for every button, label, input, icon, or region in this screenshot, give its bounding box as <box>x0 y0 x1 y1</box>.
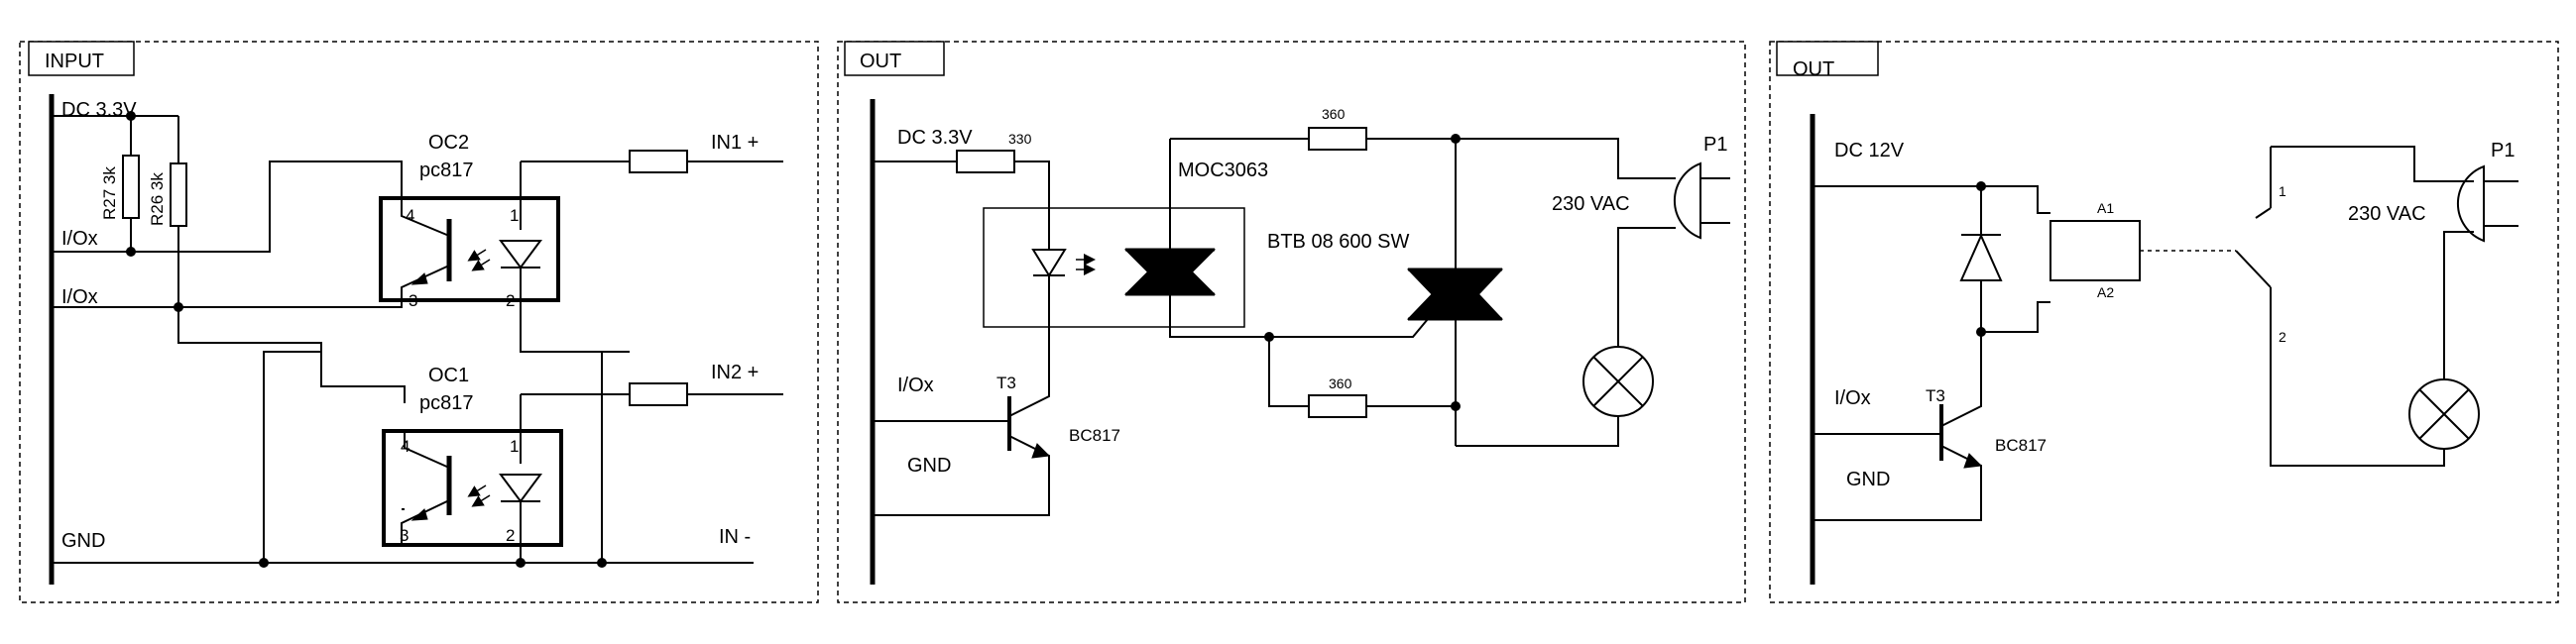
input-panel-title: INPUT <box>45 51 104 72</box>
relay-panel-title: OUT <box>1793 58 1834 80</box>
r27-label: R27 3k <box>100 166 119 220</box>
input-panel-frame <box>19 41 819 603</box>
triac-btb08: BTB 08 600 SW <box>1267 139 1504 446</box>
switch-pin1-label: 1 <box>2279 183 2286 199</box>
input-panel: INPUT DC 3.3V I/Ox I/Ox GND R27 3k R26 3… <box>19 41 819 603</box>
resistor-r27 <box>122 155 140 219</box>
relay-switch: 1 2 <box>2235 146 2474 467</box>
optocoupler-oc1: OC1 pc817 4 1 3 2 <box>382 365 630 563</box>
oc2-pin3: 3 <box>409 291 417 310</box>
moc3063-label: MOC3063 <box>1178 160 1268 181</box>
relay-lamp-symbol <box>2408 378 2480 450</box>
triac-io-label: I/Ox <box>897 375 934 396</box>
triac-panel-frame <box>837 41 1746 603</box>
junction <box>1976 327 1986 337</box>
input-gnd-label: GND <box>61 530 105 552</box>
relay-dc-label: DC 12V <box>1834 140 1905 161</box>
junction <box>516 558 526 568</box>
triac-dc-label: DC 3.3V <box>897 127 973 149</box>
input-io2-label: I/Ox <box>61 286 98 308</box>
a2-label: A2 <box>2097 284 2114 300</box>
triac-output-panel: OUT DC 3.3V 330 MOC3063 360 BT <box>837 41 1746 603</box>
r26-label: R26 3k <box>148 172 167 226</box>
relay-coil: A1 A2 <box>2049 200 2236 300</box>
optocoupler-oc2: OC2 pc817 4 1 3 2 <box>379 132 630 353</box>
oc1-part-label: pc817 <box>419 392 474 414</box>
oc1-label: OC1 <box>428 365 469 386</box>
junction <box>1264 332 1274 342</box>
input-resistor-in2 <box>629 382 688 406</box>
r360-top-label: 360 <box>1322 106 1346 122</box>
switch-pin2-label: 2 <box>2279 329 2286 345</box>
resistor-360-top <box>1308 127 1367 151</box>
junction <box>1451 401 1461 411</box>
relay-plug-label: P1 <box>2491 140 2515 161</box>
triac-gnd-label: GND <box>907 455 951 477</box>
junction <box>259 558 269 568</box>
in1-label: IN1 + <box>711 132 759 154</box>
oc2-pin4: 4 <box>406 206 414 225</box>
junction <box>1451 134 1461 144</box>
oc1-pin3: 3 <box>400 526 409 545</box>
relay-io-label: I/Ox <box>1834 387 1871 409</box>
r330-label: 330 <box>1008 131 1032 147</box>
relay-t3-label: T3 <box>1926 386 1945 405</box>
relay-output-panel: OUT DC 12V A1 A2 1 2 230 VAC P1 I/Ox T3 <box>1769 41 2559 603</box>
oc2-pin1: 1 <box>510 206 519 225</box>
input-resistor-in1 <box>629 150 688 173</box>
oc1-pin1: 1 <box>510 437 519 456</box>
triac-vac-label: 230 VAC <box>1552 193 1630 215</box>
a1-label: A1 <box>2097 200 2114 216</box>
triac-bc817-label: BC817 <box>1069 426 1120 445</box>
pullup-resistors: R27 3k R26 3k <box>52 111 187 312</box>
relay-vac-label: 230 VAC <box>2348 203 2426 225</box>
resistor-360-bottom <box>1308 394 1367 418</box>
oc2-pin2: 2 <box>506 291 515 310</box>
in2-label: IN2 + <box>711 362 759 383</box>
relay-gnd-label: GND <box>1846 469 1890 490</box>
input-dc-label: DC 3.3V <box>61 99 137 121</box>
triac-t3-label: T3 <box>996 374 1016 392</box>
triac-plug-label: P1 <box>1703 134 1727 156</box>
input-io1-label: I/Ox <box>61 228 98 250</box>
relay-plug-symbol <box>2457 164 2485 243</box>
junction <box>1976 181 1986 191</box>
relay-panel-tab <box>1776 41 1879 76</box>
triac-panel-title: OUT <box>860 51 901 72</box>
input-panel-tab <box>28 41 135 76</box>
junction <box>597 558 607 568</box>
relay-panel-frame <box>1769 41 2559 603</box>
triac-label: BTB 08 600 SW <box>1267 231 1410 253</box>
junction <box>126 111 136 121</box>
moc3063: MOC3063 <box>983 139 1279 367</box>
plug-symbol <box>1674 161 1701 240</box>
in-minus-label: IN - <box>719 526 751 548</box>
oc1-pin2: 2 <box>506 526 515 545</box>
oc2-part-label: pc817 <box>419 160 474 181</box>
resistor-330 <box>956 150 1015 173</box>
resistor-r26 <box>170 162 187 227</box>
r360-bottom-label: 360 <box>1329 376 1352 391</box>
relay-bc817-label: BC817 <box>1995 436 2047 455</box>
oc2-label: OC2 <box>428 132 469 154</box>
triac-panel-tab <box>844 41 945 76</box>
